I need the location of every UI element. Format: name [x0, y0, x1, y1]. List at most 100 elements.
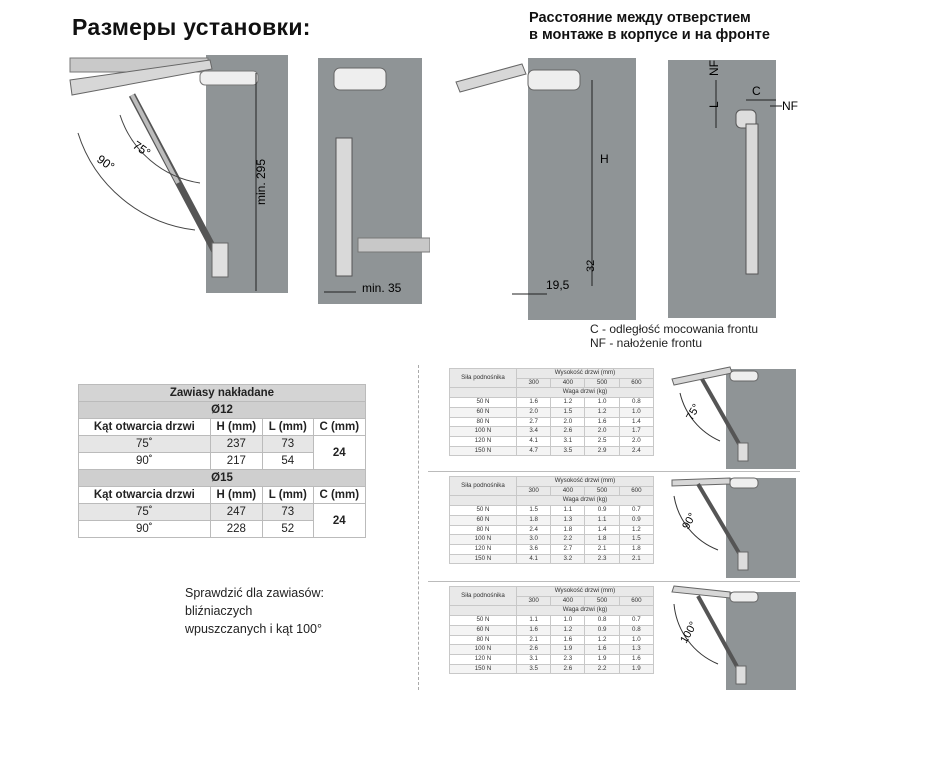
cell: 150 N	[449, 445, 517, 457]
label-min-295: min. 295	[254, 159, 268, 205]
cell: 80 N	[449, 634, 517, 646]
col-header: C (mm)	[312, 418, 367, 436]
cell: 2.6	[550, 663, 586, 675]
cell: 247	[209, 503, 264, 521]
cell: 1.7	[618, 426, 655, 437]
cell: 120 N	[449, 435, 517, 447]
gas-strut	[700, 378, 744, 450]
cell: 1.6	[550, 634, 586, 646]
note-line: Sprawdzić dla zawiasów:	[185, 586, 324, 600]
height-value: 500	[584, 377, 620, 389]
cell: 1.0	[550, 615, 586, 626]
label-l: L	[707, 101, 721, 108]
cell: 2.1	[584, 543, 620, 555]
height-value: 400	[550, 377, 586, 389]
cell: 2.3	[550, 653, 586, 665]
label-angle-90: 90°	[94, 152, 117, 174]
cell: 2.0	[584, 426, 620, 437]
cell: 1.8	[618, 543, 655, 555]
dimension-legend: C - odległość mocowania frontu NF - nało…	[590, 322, 758, 350]
hinge-block	[333, 67, 387, 91]
label-h: H	[600, 152, 609, 166]
cell: 1.3	[618, 644, 655, 655]
cell: 80 N	[449, 524, 517, 536]
table-row: 90˚ 217 54	[78, 452, 366, 470]
cell: 1.0	[618, 406, 655, 418]
table-row: 75˚ 247 73 24	[78, 503, 367, 538]
height-value: 300	[515, 595, 552, 607]
cabinet-side-panel	[668, 60, 776, 318]
cell: 0.9	[618, 514, 655, 526]
header-force: Siła podnośnika	[449, 585, 517, 607]
header-force: Siła podnośnika	[449, 367, 517, 389]
cell: 0.9	[584, 505, 620, 516]
cell-c: 24	[312, 435, 367, 470]
cell: 54	[262, 452, 314, 470]
height-value: 600	[618, 377, 655, 389]
cell: 0.9	[584, 624, 620, 636]
cell: 1.6	[584, 416, 620, 428]
col-header: L (mm)	[262, 418, 314, 436]
cell: 0.8	[618, 624, 655, 636]
arc	[673, 603, 719, 665]
diameter-label: Ø15	[78, 469, 366, 487]
height-value: 400	[550, 485, 586, 497]
cell: 3.2	[550, 553, 586, 565]
table-row: 75˚ 237 73 24	[78, 435, 367, 470]
page-title: Размеры установки:	[72, 14, 311, 40]
compatibility-note: Sprawdzić dla zawiasów: bliźniaczych wpu…	[185, 584, 324, 638]
cell: 2.0	[515, 406, 552, 418]
header-weight: Waga drzwi (kg)	[516, 495, 654, 507]
cell: 1.9	[618, 663, 655, 675]
height-value: 500	[584, 595, 620, 607]
cell: 75˚	[78, 435, 211, 453]
table-row: 90˚ 228 52	[78, 520, 366, 538]
cell: 2.3	[584, 553, 620, 565]
diameter-label: Ø12	[78, 401, 366, 419]
col-header: Kąt otwarcia drzwi	[78, 418, 211, 436]
cell: 1.8	[515, 514, 552, 526]
cell: 100 N	[449, 534, 517, 545]
cell: 60 N	[449, 624, 517, 636]
header-force: Siła podnośnika	[449, 475, 517, 497]
cell: 1.8	[584, 534, 620, 545]
cell: 73	[262, 503, 314, 521]
cell: 1.0	[618, 634, 655, 646]
cell: 120 N	[449, 543, 517, 555]
height-value: 500	[584, 485, 620, 497]
cell: 1.2	[618, 524, 655, 536]
cell: 1.9	[584, 653, 620, 665]
cell: 1.6	[618, 653, 655, 665]
label-19-5: 19,5	[546, 278, 570, 292]
cell: 90˚	[78, 520, 211, 538]
cell: 50 N	[449, 615, 517, 626]
subtitle-line-2: в монтаже в корпусе и на фронте	[529, 27, 770, 43]
strut-bracket	[737, 551, 749, 571]
diagram-small-100: 100°	[671, 585, 796, 690]
cell: 3.1	[550, 435, 586, 447]
cell: 2.4	[618, 445, 655, 457]
cell: 4.7	[515, 445, 552, 457]
header-height: Wysokość drzwi (mm)	[516, 476, 654, 487]
cell: 50 N	[449, 397, 517, 408]
legend-nf: NF - nałożenie frontu	[590, 336, 703, 350]
cell: 1.5	[550, 406, 586, 418]
arc-90	[77, 132, 196, 231]
diagram-small-75: 75°	[671, 366, 796, 469]
cell: 228	[209, 520, 264, 538]
hinge-block	[729, 477, 759, 489]
col-header: C (mm)	[312, 486, 367, 504]
gas-strut	[745, 123, 759, 275]
label-32: 32	[585, 260, 597, 272]
door-flap	[671, 585, 731, 599]
